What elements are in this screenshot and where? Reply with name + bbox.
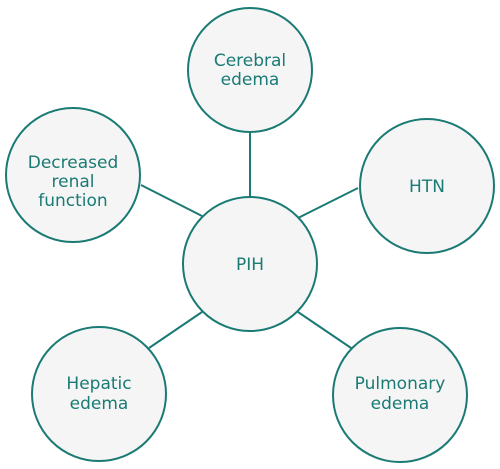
node-htn: HTN bbox=[359, 118, 495, 254]
connector-hepatic bbox=[148, 311, 203, 349]
node-label-line: Cerebral bbox=[214, 51, 286, 71]
node-circle bbox=[332, 327, 468, 463]
node-circle bbox=[359, 118, 495, 254]
node-cerebral-edema: Cerebral edema bbox=[187, 7, 313, 133]
connector-pulmonary bbox=[297, 311, 358, 353]
node-label-line: edema bbox=[70, 394, 129, 414]
connector-renal bbox=[140, 184, 203, 217]
node-label-line: edema bbox=[371, 394, 430, 414]
node-pulmonary-edema: Pulmonary edema bbox=[332, 327, 468, 463]
node-circle bbox=[31, 326, 167, 462]
node-circle bbox=[5, 107, 141, 243]
node-label-line: Decreased bbox=[28, 153, 119, 173]
node-label-line: renal bbox=[52, 172, 95, 192]
node-label-line: HTN bbox=[409, 177, 445, 197]
node-label-line: Pulmonary bbox=[355, 374, 446, 394]
center-label: PIH bbox=[236, 255, 264, 275]
node-decreased-renal-function: Decreased renal function bbox=[5, 107, 141, 243]
node-hepatic-edema: Hepatic edema bbox=[31, 326, 167, 462]
node-center-pih: PIH bbox=[182, 196, 318, 332]
node-label-line: function bbox=[38, 191, 107, 211]
node-circle bbox=[187, 7, 313, 133]
node-label-line: Hepatic bbox=[66, 374, 131, 394]
node-circle bbox=[182, 196, 318, 332]
connector-htn bbox=[297, 187, 359, 219]
node-label-line: edema bbox=[221, 70, 280, 90]
